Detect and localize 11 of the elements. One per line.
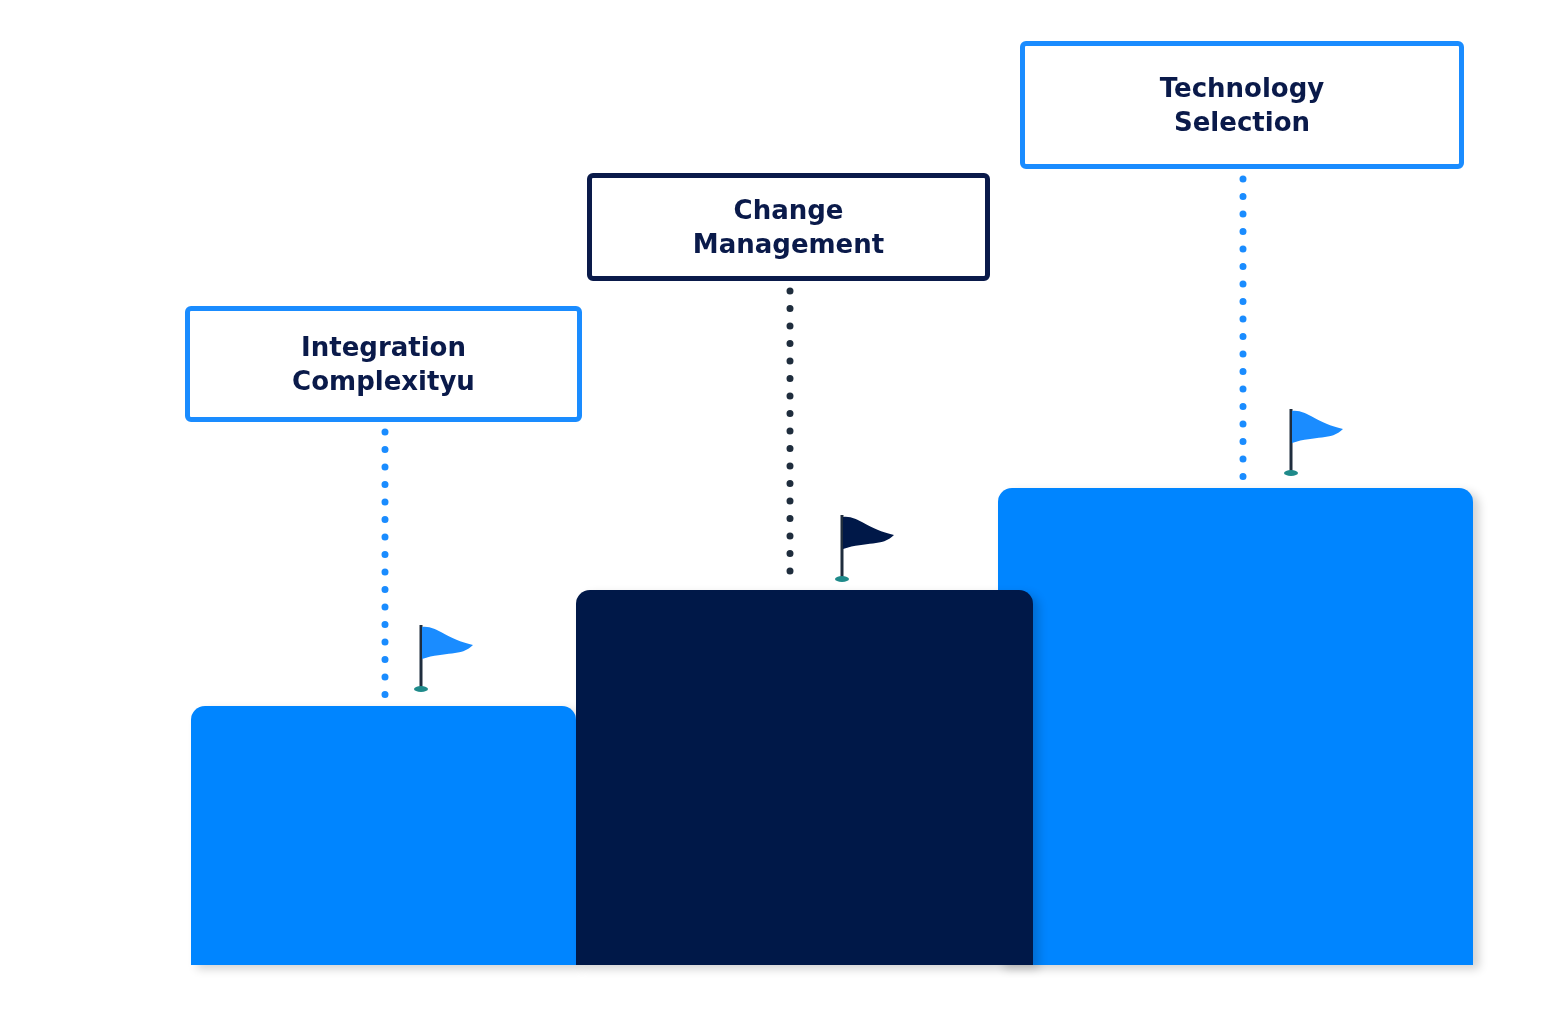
label-text: Change Management <box>691 194 886 261</box>
label-box <box>185 306 582 422</box>
dotted-connector <box>381 428 389 701</box>
podium-block <box>998 488 1473 965</box>
dotted-connector <box>1239 175 1247 483</box>
label-box <box>1020 41 1464 169</box>
label-box <box>587 173 990 281</box>
label-text: Integration Complexityu <box>291 331 476 398</box>
label-text: Technology Selection <box>1158 72 1326 139</box>
podium-block <box>576 590 1033 965</box>
podium-block <box>191 706 576 965</box>
